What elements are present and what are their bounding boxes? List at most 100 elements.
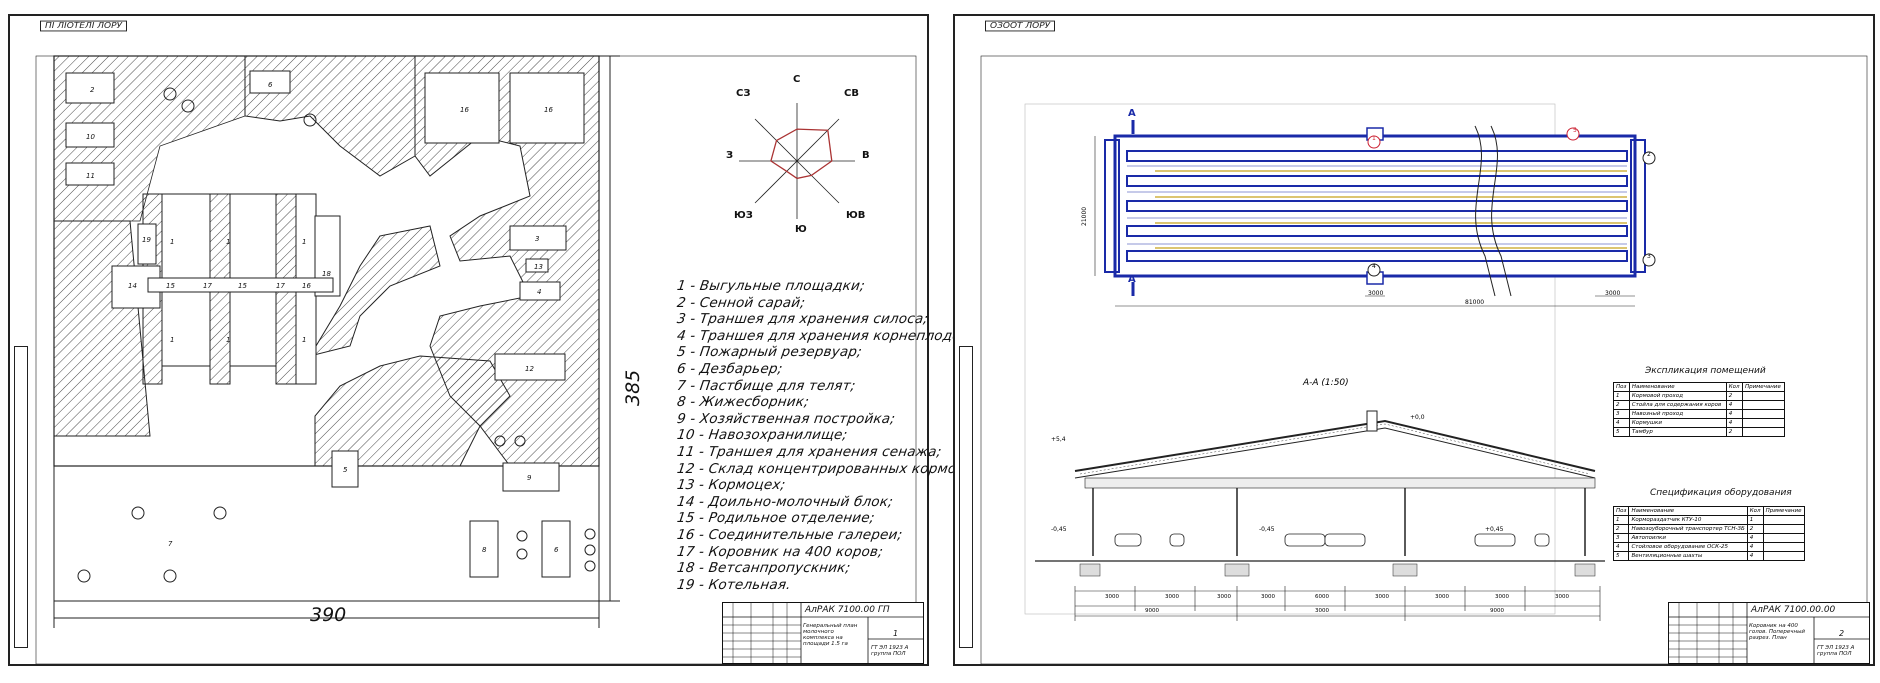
legend-item: 15 - Родильное отделение;: [675, 510, 876, 527]
section-label: А-А (1:50): [1303, 378, 1349, 388]
circle-mark: 4: [1372, 263, 1376, 270]
right-title-org: ГТ ЭЛ 1923 А группа ПОЛ: [1817, 645, 1855, 657]
svg-text:16: 16: [544, 106, 553, 114]
svg-text:15: 15: [166, 282, 175, 290]
table-header: Кол: [1725, 382, 1743, 392]
table-cell: [1741, 391, 1786, 401]
table-cell: [1762, 542, 1805, 552]
barn-drawing: [980, 55, 1868, 664]
legend-item: 13 - Кормоцех;: [675, 477, 787, 494]
plan-height-dim: 21000: [1081, 206, 1088, 226]
table-cell: 2: [1613, 400, 1630, 410]
section-dim: 3000: [1105, 594, 1119, 600]
rose-sw: ЮЗ: [734, 210, 753, 221]
legend-item: 12 - Склад концентрированных кормов;: [675, 460, 971, 477]
table-cell: Кормушки: [1628, 418, 1727, 428]
barn-plan: [1094, 120, 1656, 307]
table-cell: [1762, 551, 1805, 561]
left-title-org: ГТ ЭЛ 1923 А группа ПОЛ: [871, 645, 909, 657]
table-cell: 5: [1613, 427, 1630, 437]
legend-item: 2 - Сенной сарай;: [675, 294, 807, 311]
svg-text:1: 1: [302, 336, 306, 344]
table-cell: Стойла для содержания коров: [1628, 400, 1727, 410]
left-title-block: АлРАК 7100.00 ГП Генеральный план молочн…: [722, 602, 924, 664]
table-cell: Стойловое оборудование ОСК-25: [1628, 542, 1748, 552]
section-dim: 3000: [1261, 594, 1275, 600]
left-title-name: Генеральный план молочного комплекса на …: [803, 623, 858, 647]
section-dim: 3000: [1555, 594, 1569, 600]
legend-item: 3 - Траншея для хранения силоса;: [675, 311, 930, 328]
right-title-sheet: 2: [1839, 629, 1845, 638]
svg-text:1: 1: [302, 238, 306, 246]
table-cell: Навозный проход: [1628, 409, 1727, 419]
table-cell: 2: [1612, 524, 1630, 534]
table-cell: 4: [1725, 418, 1743, 428]
table-header: Кол: [1746, 506, 1764, 516]
svg-text:1: 1: [170, 336, 174, 344]
svg-text:14: 14: [128, 282, 137, 290]
table-cell: 1: [1612, 515, 1630, 525]
left-title-sheet: 1: [893, 629, 899, 638]
table-cell: Автопоилки: [1628, 533, 1748, 543]
table-cell: 3: [1613, 409, 1630, 419]
elev-mark: +5,4: [1051, 436, 1066, 443]
right-side-strip: [959, 346, 973, 648]
right-title-block: АлРАК 7100.00.00 Коровник на 400 голов. …: [1668, 602, 1870, 664]
rose-w: З: [726, 150, 734, 161]
legend-item: 16 - Соединительные галереи;: [675, 527, 904, 543]
plan-length-dim: 81000: [1465, 299, 1485, 306]
hatched-zone-center: [308, 225, 441, 357]
legend-item: 4 - Траншея для хранения корнеплодов;: [675, 327, 975, 344]
svg-text:17: 17: [203, 282, 212, 290]
legend-item: 5 - Пожарный резервуар;: [675, 344, 863, 361]
table-cell: Кормовой проход: [1628, 391, 1727, 401]
legend-item: 8 - Жижесборник;: [675, 394, 811, 411]
right-title-name: Коровник на 400 голов. Поперечный разрез…: [1749, 623, 1805, 641]
table-header: Поз: [1613, 382, 1630, 392]
table-header: Наименование: [1628, 382, 1727, 392]
table-cell: [1741, 427, 1786, 437]
table-cell: [1762, 524, 1805, 534]
svg-text:3: 3: [535, 235, 539, 243]
svg-text:13: 13: [534, 263, 543, 271]
rose-se: ЮВ: [846, 210, 866, 221]
circle-mark: 5: [1573, 127, 1577, 134]
svg-text:4: 4: [537, 288, 541, 296]
table-cell: 2: [1746, 524, 1764, 534]
bldg-label: 2: [90, 86, 95, 94]
elev-mark: -0,45: [1051, 526, 1067, 533]
site-height-dim: 385: [622, 369, 644, 406]
table-cell: [1741, 409, 1786, 419]
wind-rose-labels: С СВ В ЮВ Ю ЮЗ З СЗ: [726, 74, 870, 235]
svg-text:12: 12: [525, 365, 534, 373]
table-cell: 2: [1725, 427, 1743, 437]
svg-text:11: 11: [86, 172, 95, 180]
table-cell: Тамбур: [1628, 427, 1727, 437]
table-cell: Вентиляционные шахты: [1628, 551, 1748, 561]
table-cell: [1762, 533, 1805, 543]
plan-right-dim: 3000: [1605, 290, 1621, 297]
rose-n: С: [793, 74, 801, 85]
legend-item: 17 - Коровник на 400 коров;: [675, 543, 885, 560]
building-labels: 2 10 11 6 16 16 3 13 4 12 5 9 8 6 7 14 1…: [86, 81, 559, 554]
wind-rose: [739, 103, 855, 219]
svg-text:6: 6: [268, 81, 273, 89]
elev-mark: -0,45: [1259, 526, 1275, 533]
table-cell: 4: [1746, 533, 1764, 543]
table-header: Примечание: [1762, 506, 1805, 516]
legend-item: 1 - Выгульные площадки;: [675, 278, 866, 294]
axis-mark-top: А: [1128, 108, 1136, 119]
svg-text:16: 16: [302, 282, 311, 290]
svg-text:9: 9: [527, 474, 532, 482]
legend-item: 7 - Пастбище для телят;: [675, 377, 857, 394]
left-side-strip: [14, 346, 28, 648]
circle-mark: 2: [1647, 151, 1651, 158]
section-dim: 6000: [1315, 594, 1329, 600]
svg-text:7: 7: [168, 540, 173, 548]
